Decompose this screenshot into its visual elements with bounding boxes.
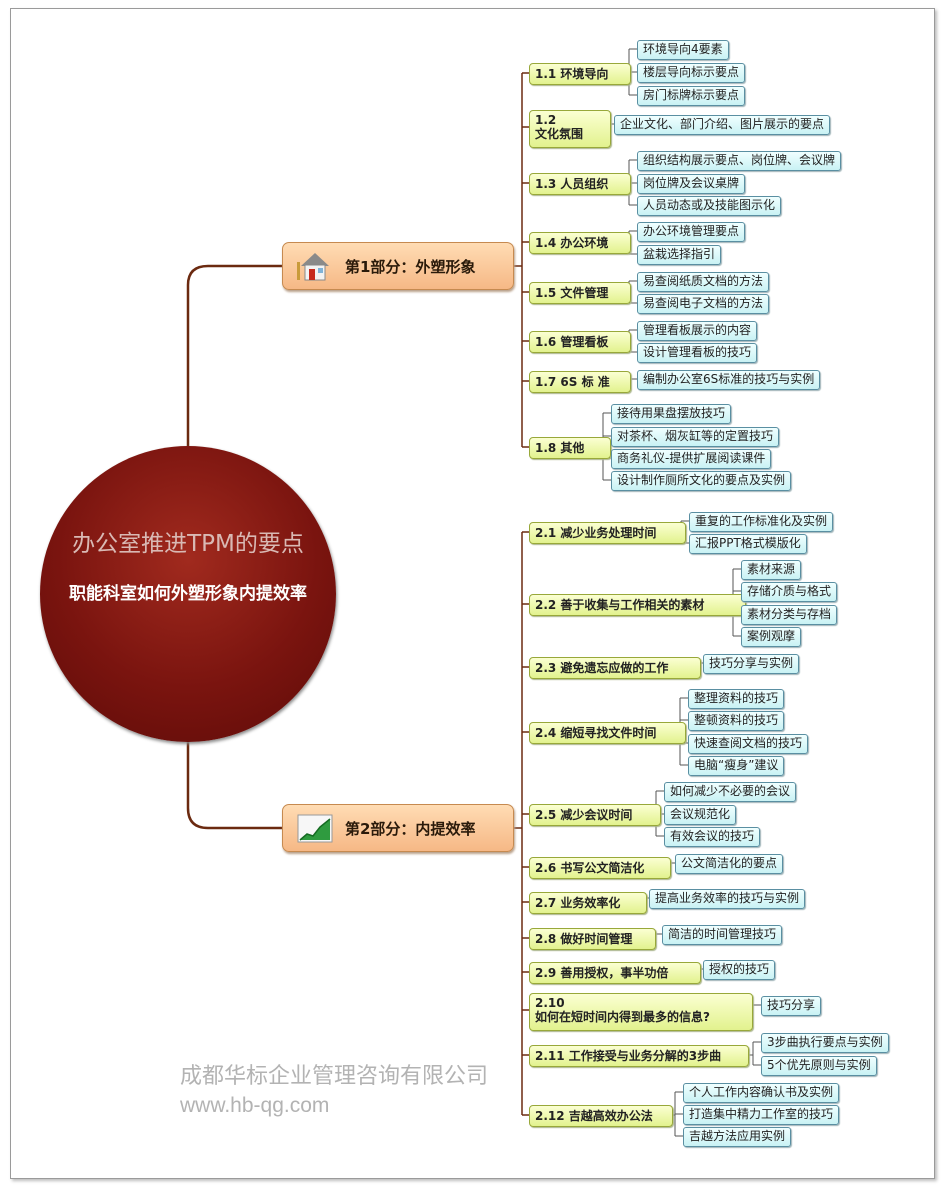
leaf-node[interactable]: 商务礼仪-提供扩展阅读课件 (611, 449, 772, 469)
part-node-2[interactable]: 第2部分：内提效率 (282, 804, 514, 852)
leaf-node[interactable]: 汇报PPT格式模版化 (689, 534, 807, 554)
section-node[interactable]: 1.4 办公环境 (529, 232, 631, 254)
watermark-url: www.hb-qg.com (180, 1094, 330, 1117)
leaf-node[interactable]: 编制办公室6S标准的技巧与实例 (637, 370, 821, 390)
section-node[interactable]: 2.9 善用授权，事半功倍 (529, 962, 701, 984)
section-number: 1.2 (535, 113, 557, 127)
section-node[interactable]: 2.8 做好时间管理 (529, 928, 656, 950)
section-label: 1.5 文件管理 (535, 286, 609, 300)
leaf-node[interactable]: 快速查阅文档的技巧 (688, 734, 809, 754)
section-label: 2.4 缩短寻找文件时间 (535, 726, 657, 740)
leaf-node[interactable]: 楼层导向标示要点 (637, 63, 746, 83)
section-node[interactable]: 1.3 人员组织 (529, 173, 631, 195)
section-label: 2.8 做好时间管理 (535, 932, 633, 946)
leaf-node[interactable]: 整理资料的技巧 (688, 689, 785, 709)
root-subtitle: 职能科室如何外塑形象内提效率 (69, 584, 307, 604)
section-node[interactable]: 2.7 业务效率化 (529, 892, 647, 914)
leaf-node[interactable]: 易查阅电子文档的方法 (637, 294, 770, 314)
leaf-node[interactable]: 易查阅纸质文档的方法 (637, 272, 770, 292)
section-node[interactable]: 1.8 其他 (529, 437, 611, 459)
leaf-node[interactable]: 设计制作厕所文化的要点及实例 (611, 471, 792, 491)
leaf-node[interactable]: 有效会议的技巧 (664, 827, 761, 847)
section-node[interactable]: 2.5 减少会议时间 (529, 804, 661, 826)
leaf-node[interactable]: 素材分类与存档 (741, 605, 838, 625)
section-label: 2.7 业务效率化 (535, 896, 621, 910)
leaf-node[interactable]: 提高业务效率的技巧与实例 (649, 889, 806, 909)
leaf-node[interactable]: 房门标牌标示要点 (637, 86, 746, 106)
leaf-node[interactable]: 公文简洁化的要点 (675, 854, 784, 874)
part-node-1[interactable]: 第1部分：外塑形象 (282, 242, 514, 290)
leaf-node[interactable]: 重复的工作标准化及实例 (689, 512, 834, 532)
leaf-node[interactable]: 组织结构展示要点、岗位牌、会议牌 (637, 151, 842, 171)
root-node[interactable]: 办公室推进TPM的要点 职能科室如何外塑形象内提效率 (40, 446, 336, 742)
leaf-node[interactable]: 技巧分享 (761, 996, 822, 1016)
connector (186, 740, 282, 830)
section-number: 2.10 (535, 996, 565, 1010)
leaf-node[interactable]: 接待用果盘摆放技巧 (611, 404, 732, 424)
part-label: 第2部分：内提效率 (345, 820, 476, 838)
section-node[interactable]: 1.5 文件管理 (529, 282, 631, 304)
leaf-node[interactable]: 3步曲执行要点与实例 (761, 1033, 889, 1053)
section-node[interactable]: 2.11 工作接受与业务分解的3步曲 (529, 1045, 749, 1067)
section-label: 2.12 吉越高效办公法 (535, 1109, 653, 1123)
part-label: 第1部分：外塑形象 (345, 258, 476, 276)
section-label: 2.5 减少会议时间 (535, 808, 633, 822)
leaf-node[interactable]: 案例观摩 (741, 627, 802, 647)
leaf-node[interactable]: 简洁的时间管理技巧 (662, 925, 783, 945)
section-label: 1.6 管理看板 (535, 335, 609, 349)
leaf-node[interactable]: 素材来源 (741, 560, 802, 580)
section-node[interactable]: 2.12 吉越高效办公法 (529, 1105, 673, 1127)
leaf-node[interactable]: 整顿资料的技巧 (688, 711, 785, 731)
root-title: 办公室推进TPM的要点 (72, 531, 304, 557)
house-icon (297, 253, 329, 281)
section-node[interactable]: 2.1 减少业务处理时间 (529, 522, 686, 544)
rising-chart-icon (297, 814, 333, 843)
leaf-node[interactable]: 如何减少不必要的会议 (664, 782, 797, 802)
leaf-node[interactable]: 岗位牌及会议桌牌 (637, 174, 746, 194)
section-node[interactable]: 2.3 避免遗忘应做的工作 (529, 657, 701, 679)
leaf-node[interactable]: 5个优先原则与实例 (761, 1056, 877, 1076)
section-node[interactable]: 1.7 6S 标 准 (529, 371, 631, 393)
watermark-company: 成都华标企业管理咨询有限公司 (180, 1064, 489, 1089)
section-label: 1.8 其他 (535, 441, 585, 455)
section-label: 2.2 善于收集与工作相关的素材 (535, 598, 705, 612)
leaf-node[interactable]: 电脑“瘦身”建议 (688, 756, 785, 776)
leaf-node[interactable]: 企业文化、部门介绍、图片展示的要点 (614, 115, 831, 135)
section-label: 2.9 善用授权，事半功倍 (535, 966, 669, 980)
leaf-node[interactable]: 设计管理看板的技巧 (637, 343, 758, 363)
leaf-node[interactable]: 盆栽选择指引 (637, 245, 722, 265)
section-label: 1.7 6S 标 准 (535, 375, 610, 389)
section-title: 如何在短时间内得到最多的信息? (535, 1010, 710, 1024)
leaf-node[interactable]: 吉越方法应用实例 (683, 1127, 792, 1147)
leaf-node[interactable]: 授权的技巧 (703, 960, 776, 980)
leaf-node[interactable]: 打造集中精力工作室的技巧 (683, 1105, 840, 1125)
section-title: 文化氛围 (535, 127, 584, 141)
leaf-node[interactable]: 对茶杯、烟灰缸等的定置技巧 (611, 427, 780, 447)
section-node[interactable]: 2.4 缩短寻找文件时间 (529, 722, 686, 744)
leaf-node[interactable]: 管理看板展示的内容 (637, 321, 758, 341)
leaf-node[interactable]: 存储介质与格式 (741, 582, 838, 602)
leaf-node[interactable]: 技巧分享与实例 (703, 654, 800, 674)
leaf-node[interactable]: 个人工作内容确认书及实例 (683, 1083, 840, 1103)
section-label: 2.11 工作接受与业务分解的3步曲 (535, 1049, 722, 1063)
leaf-node[interactable]: 环境导向4要素 (637, 40, 729, 60)
section-label: 1.1 环境导向 (535, 67, 609, 81)
section-node[interactable]: 1.6 管理看板 (529, 331, 631, 353)
leaf-node[interactable]: 办公环境管理要点 (637, 222, 746, 242)
section-label: 1.3 人员组织 (535, 177, 609, 191)
section-label: 1.4 办公环境 (535, 236, 609, 250)
leaf-node[interactable]: 人员动态或及技能图示化 (637, 196, 782, 216)
section-label: 2.1 减少业务处理时间 (535, 526, 657, 540)
connector (186, 264, 282, 448)
section-label: 2.6 书写公文简洁化 (535, 861, 645, 875)
leaf-node[interactable]: 会议规范化 (664, 805, 737, 825)
section-node[interactable]: 1.1 环境导向 (529, 63, 631, 85)
section-label: 2.3 避免遗忘应做的工作 (535, 661, 669, 675)
section-node[interactable]: 2.6 书写公文简洁化 (529, 857, 671, 879)
section-node[interactable]: 2.2 善于收集与工作相关的素材 (529, 594, 746, 616)
